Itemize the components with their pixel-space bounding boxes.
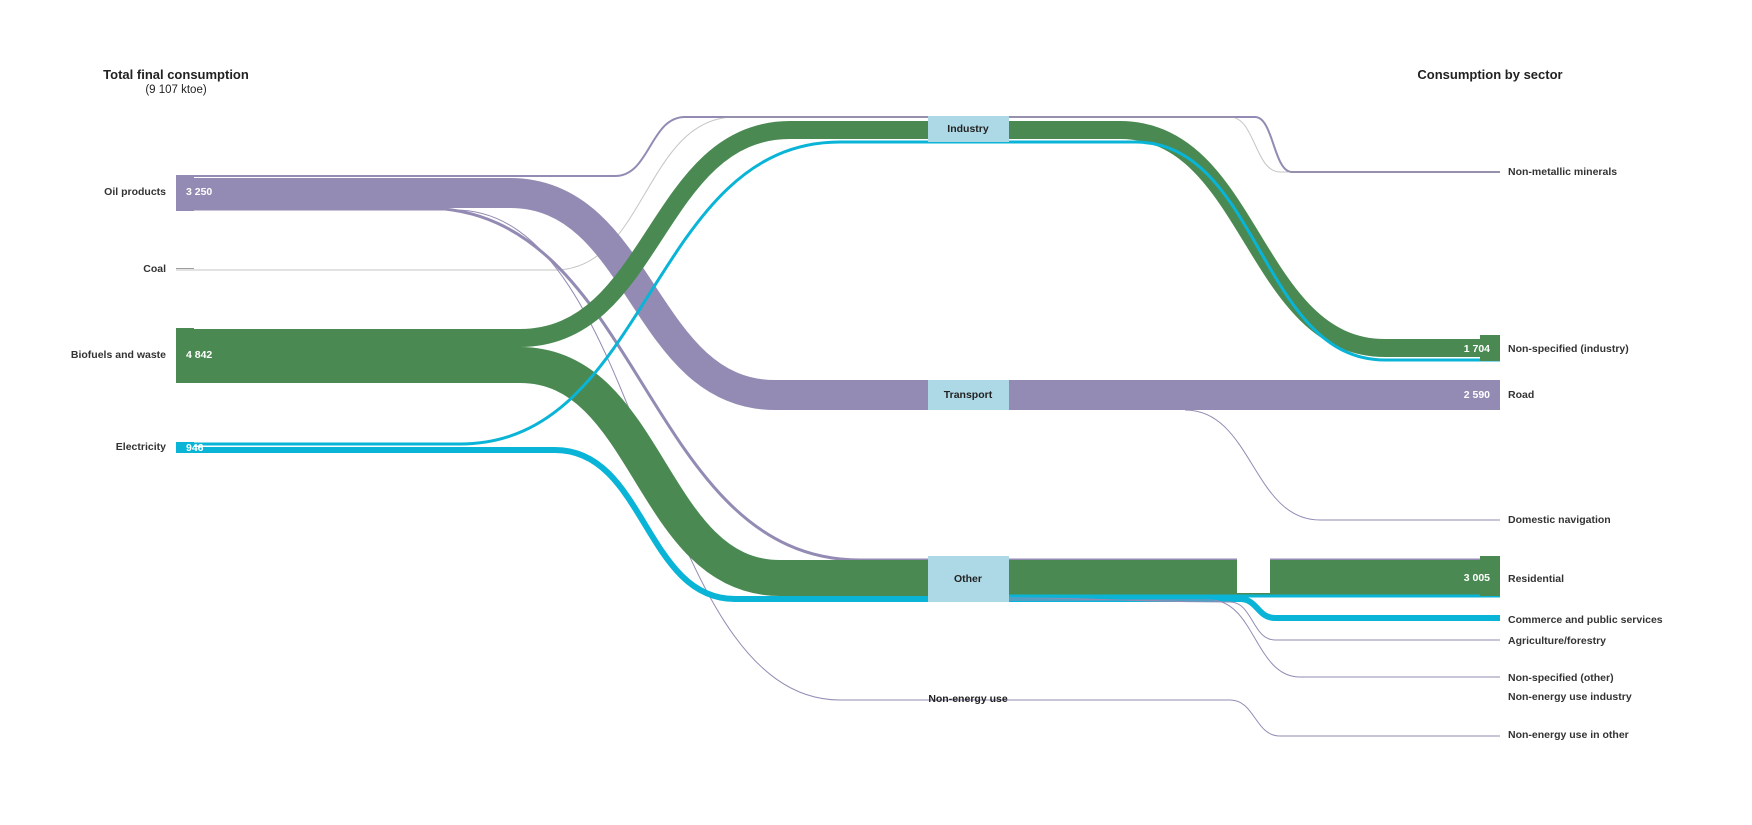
hub-box-transport (928, 380, 1009, 410)
residential-gap (1237, 555, 1270, 593)
hub-box-other (928, 556, 1009, 602)
sector-value-road: 2 590 (1464, 389, 1490, 401)
sector-label-nsother: Non-specified (other) (1508, 672, 1614, 684)
sector-bar-road (1480, 381, 1500, 410)
link-oil-other (176, 206, 1500, 562)
hub-label-other: Other (954, 573, 982, 585)
link-bio-other (176, 347, 1500, 596)
hub-label-nonenergy: Non-energy use (928, 693, 1008, 705)
sector-label-neother: Non-energy use in other (1508, 729, 1629, 741)
left-header-title: Total final consumption (103, 67, 249, 82)
sector-label-agri: Agriculture/forestry (1508, 635, 1606, 647)
sector-label-neindustry: Non-energy use industry (1508, 691, 1632, 703)
link-elec-other (176, 447, 1500, 621)
source-bar-bio (176, 328, 194, 383)
hub-box-industry (928, 116, 1009, 142)
source-bar-elec (176, 442, 194, 452)
source-label-coal: Coal (143, 263, 166, 275)
source-bar-coal (176, 268, 194, 269)
source-value-bio: 4 842 (186, 349, 212, 361)
sector-value-nsindustry: 1 704 (1464, 343, 1490, 355)
sector-label-road: Road (1508, 389, 1534, 401)
sector-label-commerce: Commerce and public services (1508, 614, 1663, 626)
sector-label-residential: Residential (1508, 573, 1564, 585)
hub-label-industry: Industry (947, 123, 989, 135)
right-header-title: Consumption by sector (1417, 67, 1563, 82)
link-road-domnav (1184, 409, 1500, 521)
left-header: Total final consumption (9 107 ktoe) (86, 67, 266, 96)
source-label-elec: Electricity (116, 441, 166, 453)
sector-bar-residential (1480, 556, 1500, 596)
link-other-nsother (1009, 599, 1500, 678)
source-labels: Oil products Coal Biofuels and waste Ele… (71, 186, 213, 454)
left-header-subtitle: (9 107 ktoe) (145, 84, 207, 96)
link-oil-transport (176, 178, 1500, 410)
hub-label-transport: Transport (944, 389, 993, 401)
source-bar-oil (176, 175, 194, 211)
source-label-bio: Biofuels and waste (71, 349, 166, 361)
hubs: Industry Transport Other Non-energy use (928, 116, 1270, 705)
right-header: Consumption by sector (1400, 67, 1580, 82)
source-value-oil: 3 250 (186, 186, 212, 198)
sector-label-nonmetallic: Non-metallic minerals (1508, 166, 1617, 178)
source-label-oil: Oil products (104, 186, 166, 198)
sector-label-domnav: Domestic navigation (1508, 514, 1611, 526)
link-oil-nonenergy (176, 209, 1500, 737)
sector-labels: Non-metallic minerals Non-specified (ind… (1464, 166, 1663, 741)
link-oil-industry (176, 116, 1500, 177)
sector-value-residential: 3 005 (1464, 572, 1490, 584)
source-value-elec: 946 (186, 442, 204, 454)
link-elec-industry (176, 140, 1500, 446)
sector-bars (1480, 335, 1500, 596)
sector-bar-nsindustry (1480, 335, 1500, 361)
link-other-agri (1008, 597, 1500, 641)
sankey-links (176, 116, 1500, 737)
sector-label-nsindustry: Non-specified (industry) (1508, 343, 1629, 355)
source-bars (176, 175, 194, 452)
